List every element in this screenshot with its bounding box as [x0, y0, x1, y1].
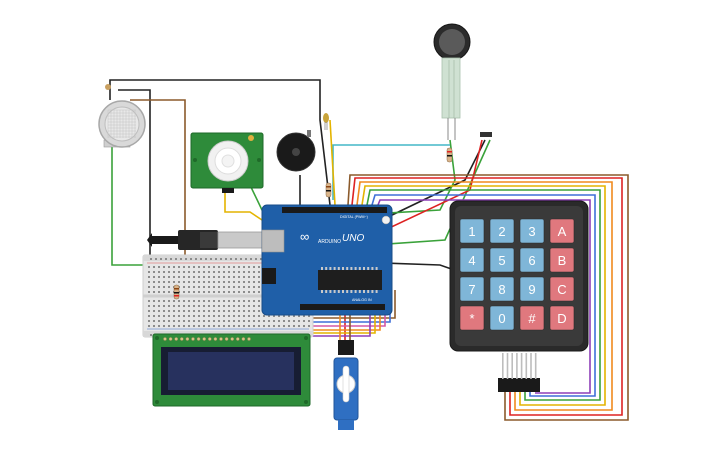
- keypad-key-face: [519, 305, 545, 331]
- keypad-key-label: 3: [528, 224, 535, 239]
- keypad-key[interactable]: 9: [519, 276, 545, 302]
- keypad-key-label: 1: [468, 224, 475, 239]
- keypad-key-face: [519, 247, 545, 273]
- wire-keypad-red: [351, 177, 623, 416]
- keypad-key-face: [549, 247, 575, 273]
- connector: [480, 132, 492, 137]
- wire-keypad-purple: [377, 199, 591, 394]
- wire-keypad-blue: [371, 194, 596, 397]
- keypad-key-face: [459, 218, 485, 244]
- keypad-key[interactable]: 5: [489, 247, 515, 273]
- force-sensor: [433, 23, 471, 140]
- keypad-key-label: 4: [468, 253, 475, 268]
- keypad-key-face: [549, 305, 575, 331]
- keypad-key[interactable]: 0: [489, 305, 515, 331]
- keypad-key-label: 5: [498, 253, 505, 268]
- arduino-logo: ∞: [300, 229, 309, 244]
- resistor-breadboard: [173, 284, 180, 300]
- lcd-header-pins: [163, 337, 251, 341]
- keypad-4x4: 1 2 3 A 4 5 6 B 7 8 9 C * 0 # D: [449, 200, 589, 392]
- wire-green-gas: [111, 145, 155, 266]
- usb-cable: [147, 230, 263, 250]
- gas-sensor: [98, 84, 146, 148]
- wire-yellow-led: [329, 119, 336, 206]
- keypad-key-face: [489, 218, 515, 244]
- keypad-key-label: D: [557, 311, 566, 326]
- keypad-key-face: [459, 247, 485, 273]
- wire-keypad-brown: [347, 174, 629, 421]
- keypad-key-label: 2: [498, 224, 505, 239]
- keypad-ribbon: [502, 353, 537, 379]
- servo-motor: [333, 340, 359, 430]
- piezo-buzzer: [276, 130, 316, 172]
- led: [323, 113, 329, 130]
- keypad-key-label: *: [469, 311, 474, 326]
- resistor-led: [325, 182, 332, 198]
- keypad-key[interactable]: D: [549, 305, 575, 331]
- keypad-key-face: [549, 276, 575, 302]
- keypad-key[interactable]: A: [549, 218, 575, 244]
- arduino-uno-board: ∞ ARDUINO UNO DIGITAL (PWM~) ANALOG IN: [261, 204, 393, 316]
- keypad-key-face: [519, 218, 545, 244]
- keypad-key-face: [549, 218, 575, 244]
- keypad-key[interactable]: 6: [519, 247, 545, 273]
- keypad-key-face: [519, 276, 545, 302]
- keypad-key[interactable]: 1: [459, 218, 485, 244]
- keypad-key[interactable]: #: [519, 305, 545, 331]
- keypad-key-label: B: [558, 253, 567, 268]
- keypad-key-face: [489, 276, 515, 302]
- lcd-16x2-display: [152, 333, 311, 407]
- keypad-key-face: [459, 305, 485, 331]
- digital-pins-label: DIGITAL (PWM~): [340, 215, 368, 219]
- keypad-key[interactable]: 8: [489, 276, 515, 302]
- analog-pins-label: ANALOG IN: [352, 298, 372, 302]
- keypad-key-face: [489, 305, 515, 331]
- keypad-key-label: 0: [498, 311, 505, 326]
- keypad-key[interactable]: *: [459, 305, 485, 331]
- wire-brown-gas: [130, 99, 186, 262]
- wire-keypad-orange: [356, 181, 613, 411]
- keypad-key-label: 7: [468, 282, 475, 297]
- keypad-key-label: A: [558, 224, 567, 239]
- wire-yellow-pir: [224, 190, 263, 221]
- keypad-key[interactable]: B: [549, 247, 575, 273]
- wire-black-gas-left: [118, 89, 151, 265]
- keypad-key[interactable]: 2: [489, 218, 515, 244]
- keypad-key-face: [489, 247, 515, 273]
- wire-keypad-yellow: [361, 185, 606, 406]
- wire-keypad-green: [366, 189, 601, 401]
- keypad-key[interactable]: C: [549, 276, 575, 302]
- gas-sensor-mesh: [107, 109, 136, 138]
- keypad-key-label: 8: [498, 282, 505, 297]
- keypad-key-label: 9: [528, 282, 535, 297]
- keypad-key-label: C: [557, 282, 566, 297]
- keypad-key[interactable]: 4: [459, 247, 485, 273]
- keypad-key[interactable]: 7: [459, 276, 485, 302]
- keypad-keys: 1 2 3 A 4 5 6 B 7 8 9 C * 0 # D: [459, 218, 575, 331]
- keypad-key[interactable]: 3: [519, 218, 545, 244]
- arduino-brand-label: ARDUINO: [318, 239, 341, 245]
- wire-cyan: [332, 144, 450, 200]
- keypad-key-label: 6: [528, 253, 535, 268]
- keypad-key-label: #: [528, 311, 536, 326]
- resistor-fsr: [446, 147, 453, 163]
- pir-motion-sensor: [190, 132, 264, 193]
- microcontroller-pins: [321, 267, 378, 293]
- arduino-model-label: UNO: [342, 233, 364, 244]
- keypad-key-face: [459, 276, 485, 302]
